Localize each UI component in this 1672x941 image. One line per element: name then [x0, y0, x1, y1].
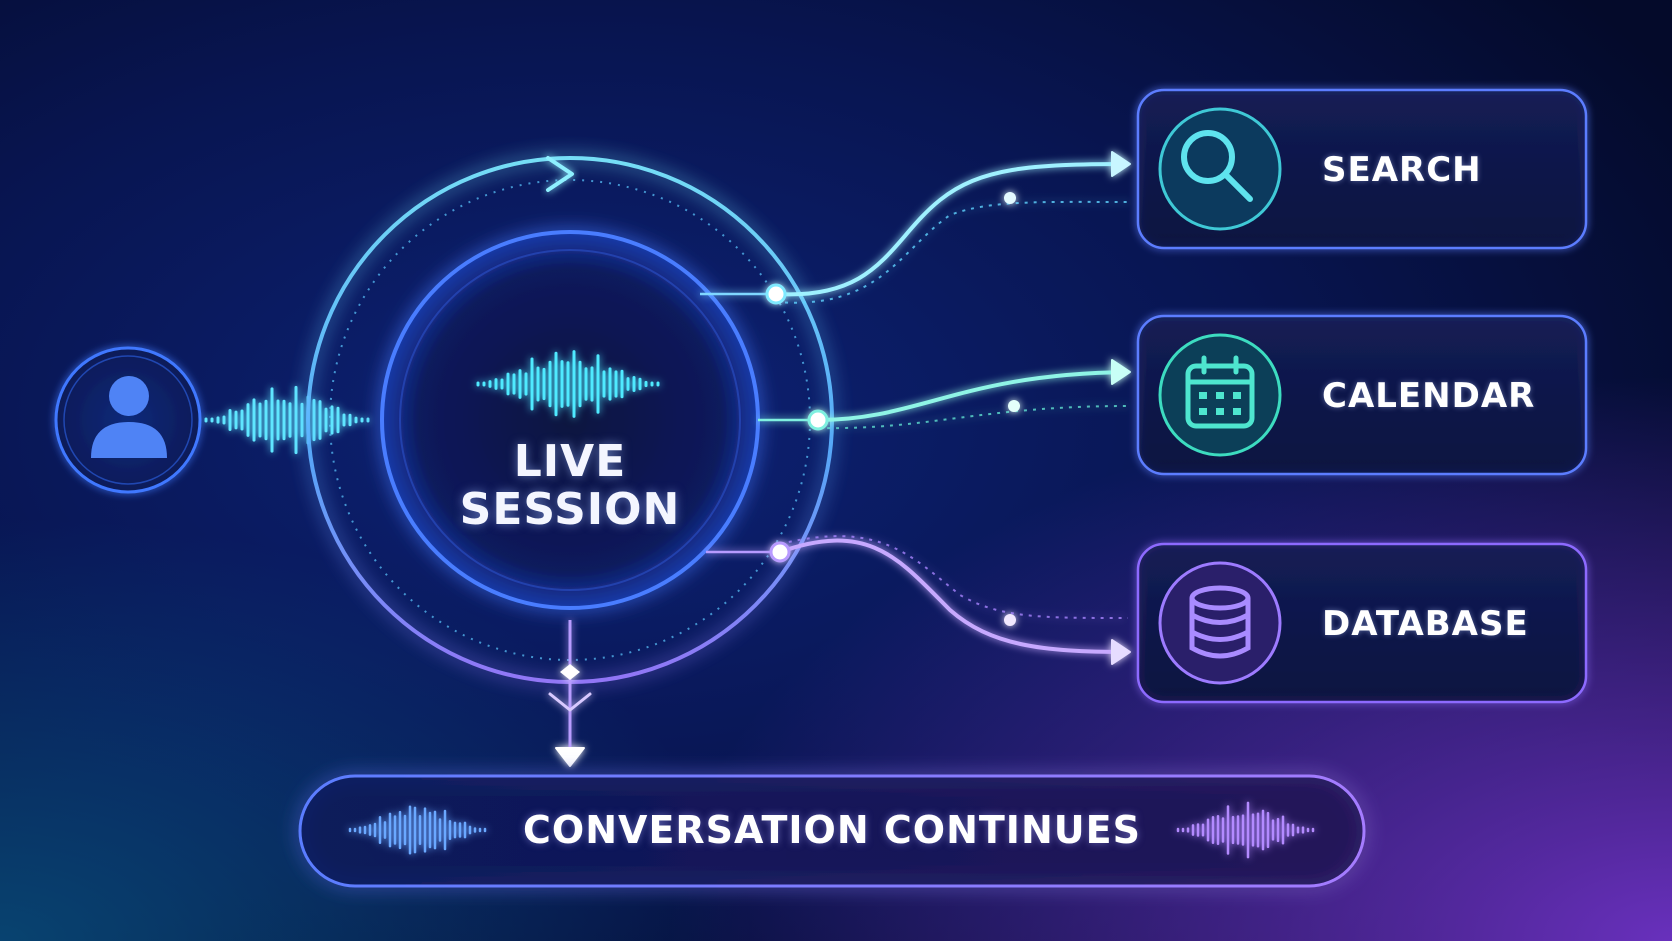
live-session-title-line2: SESSION: [459, 484, 681, 535]
connector-search: [700, 151, 1131, 305]
tool-label-database: DATABASE: [1322, 604, 1529, 644]
tool-label-calendar: CALENDAR: [1322, 376, 1536, 416]
connector-database: [706, 535, 1131, 665]
database-icon: [1189, 585, 1251, 659]
tool-card-search: [1136, 88, 1588, 250]
live-session-core: [380, 230, 760, 610]
connector-calendar: [758, 359, 1131, 431]
user-node: [54, 346, 202, 494]
tool-card-calendar: [1136, 314, 1588, 476]
search-icon: [1181, 130, 1253, 202]
conversation-continues-pill: [298, 774, 1366, 888]
footer-waveform-left: [348, 805, 487, 855]
live-session-title-line1: LIVE: [513, 436, 627, 487]
live-session-title: LIVE SESSION: [420, 438, 720, 534]
input-waveform: [204, 385, 370, 455]
continue-arrow: [548, 620, 592, 767]
tool-card-database: [1136, 542, 1588, 704]
ring-direction-arrow: [546, 156, 574, 192]
user-icon: [91, 376, 167, 458]
center-waveform: [476, 350, 660, 418]
calendar-icon: [1185, 355, 1255, 429]
conversation-continues-label: CONVERSATION CONTINUES: [523, 808, 1141, 852]
footer-waveform-right: [1176, 801, 1315, 859]
tool-label-search: SEARCH: [1322, 150, 1482, 190]
